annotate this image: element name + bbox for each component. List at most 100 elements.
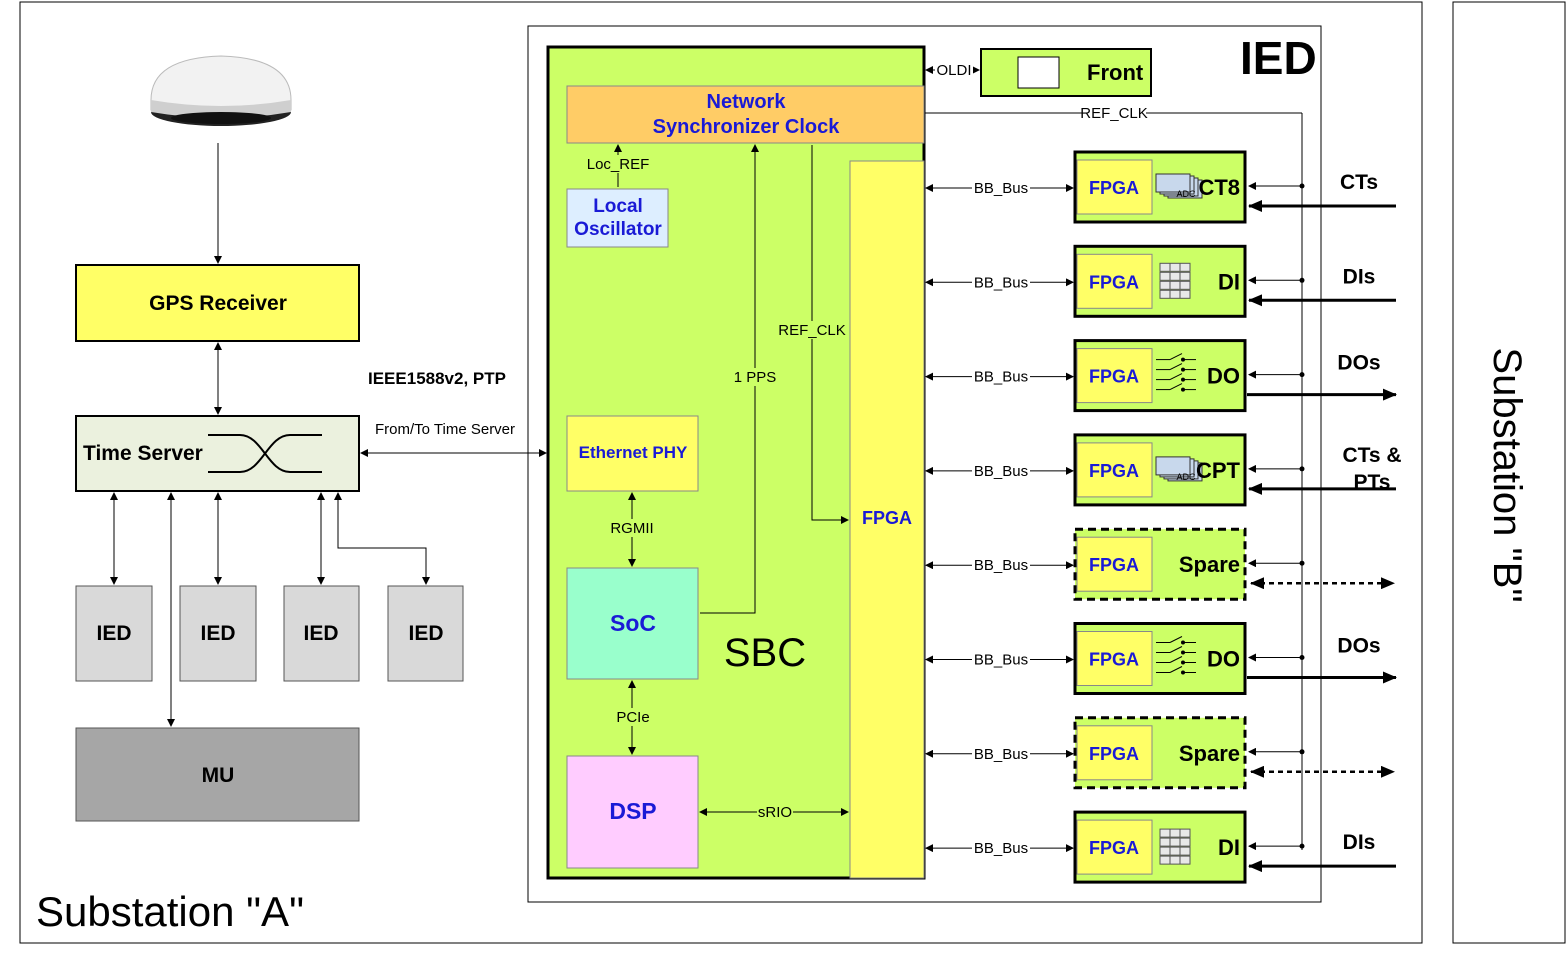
svg-text:IED: IED (303, 622, 338, 645)
local-oscillator-box (566, 188, 669, 248)
front-panel-box (980, 48, 1152, 97)
io-signal-label: DIs (1343, 265, 1376, 288)
card-fpga-label: FPGA (1089, 838, 1139, 858)
substation-b-label: Substation "B" (1485, 347, 1529, 602)
card-fpga-box (1076, 442, 1153, 498)
card-name-label: CPT (1196, 458, 1241, 483)
svg-text:IED: IED (408, 622, 443, 645)
gps-antenna-icon (150, 55, 292, 126)
card-name-label: DO (1207, 647, 1240, 672)
card-fpga-box (1076, 819, 1153, 875)
ied-enclosure (527, 25, 1322, 903)
dsp-box (566, 755, 699, 869)
bb-bus-label: BB_Bus (974, 557, 1028, 574)
relay-switch-icon (1156, 636, 1196, 675)
mu-label: MU (202, 764, 235, 787)
card-name-label: DI (1218, 269, 1240, 294)
switch-crossover-icon (208, 434, 322, 473)
substation-a-frame (19, 1, 1423, 944)
card-fpga-box (1076, 631, 1153, 686)
card-fpga-label: FPGA (1089, 178, 1139, 198)
pps-label: 1 PPS (734, 369, 777, 386)
sbc-label: SBC (724, 631, 806, 675)
loc-ref-label: Loc_REF (587, 156, 650, 173)
card-name-label: Spare (1179, 552, 1240, 577)
ref-clk-top-label: REF_CLK (1080, 105, 1148, 122)
svg-text:ADC: ADC (1176, 472, 1196, 482)
ied-title: IED (1240, 32, 1317, 84)
io-signal-label: CTs &PTs (1342, 444, 1401, 494)
front-label: Front (1087, 60, 1144, 85)
pcie-label: PCIe (616, 709, 649, 726)
card-name-label: CT8 (1198, 175, 1240, 200)
soc-box (566, 567, 699, 680)
card-fpga-label: FPGA (1089, 555, 1139, 575)
main-fpga-label: FPGA (862, 508, 912, 528)
io-signal-label: DIs (1343, 831, 1376, 854)
rgmii-label: RGMII (610, 520, 653, 537)
card-fpga-label: FPGA (1089, 272, 1139, 292)
network-clock-line1: Network (707, 91, 787, 113)
local-osc-line2: Oscillator (574, 219, 662, 240)
ied-box-4: IED (387, 585, 464, 682)
adc-chip-icon: ADC (1155, 456, 1203, 482)
gps-receiver-label: GPS Receiver (149, 292, 287, 315)
gps-receiver-box (75, 264, 360, 342)
substation-b-frame (1452, 1, 1566, 944)
ied-box-2: IED (179, 585, 257, 682)
io-card-do: BB_Bus FPGA DO DOs (925, 622, 1397, 695)
io-card-di: BB_Bus FPGA DI DIs (925, 810, 1396, 884)
card-name-label: Spare (1179, 741, 1240, 766)
bb-bus-label: BB_Bus (974, 274, 1028, 291)
bb-bus-label: BB_Bus (974, 652, 1028, 669)
main-fpga-box (849, 160, 925, 879)
ied-box-1: IED (75, 585, 153, 682)
bb-bus-label: BB_Bus (974, 746, 1028, 763)
soc-label: SoC (610, 610, 656, 636)
io-card-spare: BB_Bus FPGA Spare (925, 527, 1395, 601)
card-fpga-label: FPGA (1089, 367, 1139, 387)
terminal-block-icon (1159, 828, 1191, 865)
time-server-label: Time Server (83, 442, 203, 465)
svg-text:ADC: ADC (1176, 189, 1196, 199)
io-signal-label: DOs (1337, 635, 1380, 658)
card-fpga-box (1076, 348, 1153, 404)
card-fpga-label: FPGA (1089, 744, 1139, 764)
bb-bus-label: BB_Bus (974, 369, 1028, 386)
terminal-block-icon (1159, 262, 1191, 299)
svg-text:IED: IED (96, 622, 131, 645)
svg-text:IED: IED (200, 622, 235, 645)
card-fpga-label: FPGA (1089, 650, 1139, 670)
substation-a-label: Substation "A" (36, 888, 304, 935)
ethernet-phy-box (566, 415, 699, 492)
card-name-label: DI (1218, 835, 1240, 860)
network-clock-line2: Synchronizer Clock (653, 116, 841, 138)
io-signal-label: DOs (1337, 352, 1380, 375)
ethernet-phy-label: Ethernet PHY (579, 443, 688, 462)
network-sync-clock-box (566, 85, 925, 144)
io-card-di: BB_Bus FPGA DI DIs (925, 244, 1396, 318)
card-fpga-box (1076, 725, 1153, 781)
card-fpga-label: FPGA (1089, 461, 1139, 481)
time-server-box (75, 415, 360, 492)
bb-bus-label: BB_Bus (974, 180, 1028, 197)
relay-switch-icon (1156, 353, 1196, 392)
bb-bus-label: BB_Bus (974, 840, 1028, 857)
srio-label: sRIO (758, 804, 792, 821)
io-card-spare: BB_Bus FPGA Spare (925, 716, 1395, 790)
adc-chip-icon: ADC (1155, 173, 1203, 199)
ptp-label: IEEE1588v2, PTP (368, 369, 506, 388)
card-fpga-box (1076, 253, 1153, 309)
io-card-do: BB_Bus FPGA DO DOs (925, 339, 1397, 413)
oldi-label: OLDI (936, 62, 971, 79)
io-signal-label: CTs (1340, 171, 1378, 194)
card-name-label: DO (1207, 364, 1240, 389)
bb-bus-label: BB_Bus (974, 463, 1028, 480)
from-to-time-server-label: From/To Time Server (375, 421, 515, 438)
ref-clk-label: REF_CLK (778, 322, 846, 339)
dsp-label: DSP (609, 798, 656, 824)
